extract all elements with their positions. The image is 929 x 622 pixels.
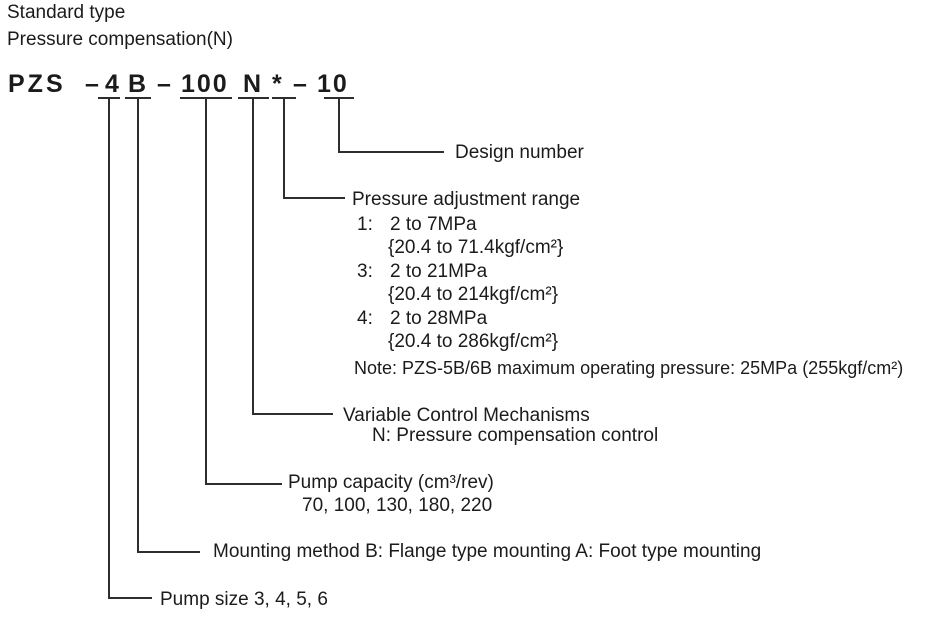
leader-control-horizontal: [252, 413, 333, 415]
underline-control: [238, 97, 269, 99]
pressure-option-mpa: 2 to 7MPa: [390, 214, 477, 235]
pressure-option-kgf: {20.4 to 71.4kgf/cm²}: [388, 237, 564, 258]
code-pump-size: 4: [105, 70, 119, 98]
leader-mounting-vertical: [137, 99, 139, 553]
pressure-option-code: 3:: [357, 261, 373, 282]
pump-capacity-label: Pump capacity (cm³/rev): [288, 472, 494, 493]
design-number-label: Design number: [455, 142, 584, 163]
mounting-method-label: Mounting method B: Flange type mounting …: [213, 541, 762, 562]
leader-capacity-vertical: [205, 99, 207, 485]
leader-size-horizontal: [108, 597, 152, 599]
code-dash-3: –: [293, 70, 307, 98]
variable-control-label: Variable Control Mechanisms: [343, 405, 590, 426]
code-dash-2: –: [157, 70, 171, 98]
pressure-note: Note: PZS-5B/6B maximum operating pressu…: [354, 358, 904, 378]
code-capacity: 100: [181, 70, 229, 98]
leader-capacity-horizontal: [205, 483, 282, 485]
pressure-option-mpa: 2 to 28MPa: [390, 308, 488, 329]
code-design: 10: [317, 70, 349, 98]
code-dash-1: –: [85, 70, 99, 98]
code-mounting: B: [128, 70, 147, 98]
underline-design: [324, 97, 354, 99]
pressure-option-kgf: {20.4 to 286kgf/cm²}: [388, 331, 559, 352]
code-pressure-range: *: [272, 70, 282, 98]
header-type-line: Standard type: [7, 2, 126, 23]
leader-design-horizontal: [338, 151, 444, 153]
leader-control-vertical: [252, 99, 254, 415]
leader-design-vertical: [338, 99, 340, 153]
pressure-adjustment-label: Pressure adjustment range: [352, 189, 581, 210]
code-control: N: [243, 70, 262, 98]
header-control-line: Pressure compensation(N): [7, 29, 233, 50]
leader-pressure-horizontal: [283, 197, 345, 199]
pressure-option-kgf: {20.4 to 214kgf/cm²}: [388, 284, 559, 305]
pressure-option-mpa: 2 to 21MPa: [390, 261, 488, 282]
underline-pump-size: [98, 97, 120, 99]
code-prefix: PZS: [8, 70, 66, 98]
pump-capacity-values: 70, 100, 130, 180, 220: [302, 495, 493, 516]
pressure-option-code: 4:: [357, 308, 373, 329]
pump-size-label: Pump size 3, 4, 5, 6: [160, 589, 328, 610]
leader-pressure-vertical: [283, 99, 285, 199]
pressure-option-code: 1:: [357, 214, 373, 235]
underline-mounting: [125, 97, 151, 99]
underline-capacity: [180, 97, 232, 99]
leader-size-vertical: [108, 99, 110, 599]
variable-control-detail: N: Pressure compensation control: [372, 425, 659, 446]
underline-pressure-range: [272, 97, 296, 99]
leader-mounting-horizontal: [137, 551, 200, 553]
